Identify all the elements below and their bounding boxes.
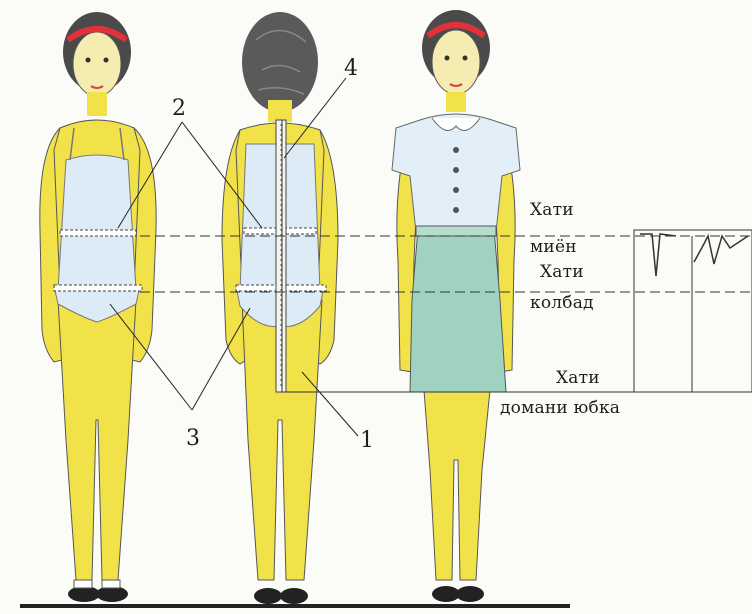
back-hair <box>242 12 318 112</box>
front-face <box>73 32 121 96</box>
waist-line-label-1: Хати <box>530 200 574 220</box>
callout-number-4: 4 <box>344 56 358 81</box>
skirt-figure-face <box>432 30 480 94</box>
hem-line-label-2: домани юбка <box>500 398 620 418</box>
front-camisole <box>58 155 136 290</box>
callout-number-2: 2 <box>172 96 186 121</box>
hem-line-label-1: Хати <box>556 368 600 388</box>
front-hip-band <box>54 285 142 291</box>
skirt <box>410 228 506 392</box>
skirt-figure-legs <box>424 390 490 580</box>
callout-number-1: 1 <box>360 428 374 453</box>
pattern-dart-front <box>640 234 676 276</box>
front-waist-band <box>60 230 136 236</box>
figure-front <box>40 12 156 602</box>
skirt-waistband <box>416 226 496 236</box>
hip-line-label-1: Хати <box>540 262 584 282</box>
callout-number-3: 3 <box>186 426 200 451</box>
figure-skirt <box>392 10 520 602</box>
waist-line-label-2: миён <box>530 237 577 257</box>
figure-back <box>222 12 338 604</box>
front-legs <box>58 300 136 580</box>
pattern-dart-back <box>694 236 748 264</box>
hip-line-label-2: колбад <box>530 293 594 313</box>
skirt-pattern-draft <box>634 230 752 392</box>
